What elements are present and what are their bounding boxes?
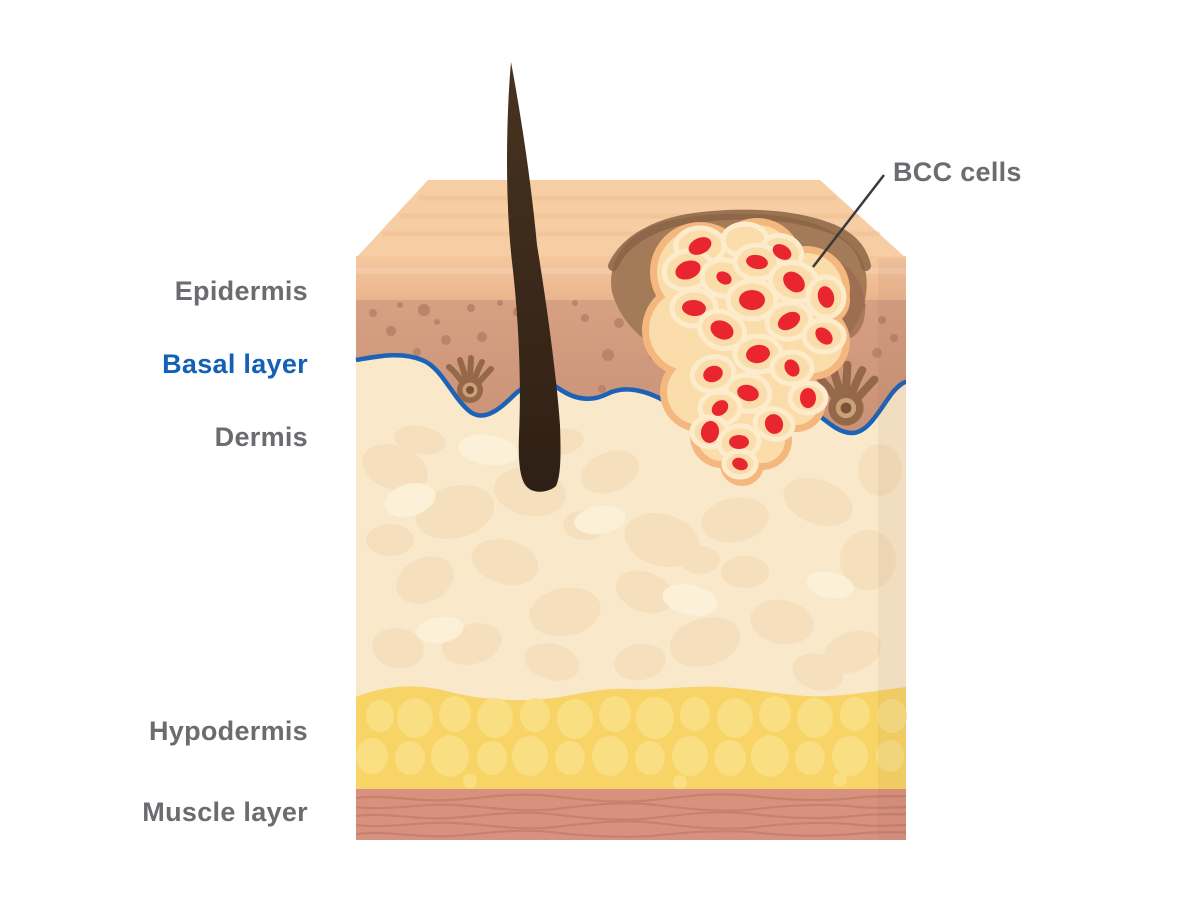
dermis-texture	[362, 425, 902, 691]
bcc-leader-line	[812, 174, 885, 268]
label-epidermis: Epidermis	[174, 276, 308, 306]
basal-layer-line	[355, 353, 907, 436]
label-bcc-cells: BCC cells	[893, 157, 1022, 187]
tumor-nuclei	[675, 237, 835, 471]
right-edge-shading	[878, 258, 906, 840]
bcc-tumor	[642, 218, 850, 486]
label-dermis: Dermis	[214, 422, 308, 452]
muscle-layer	[355, 789, 907, 840]
label-muscle-layer: Muscle layer	[142, 797, 308, 827]
hair-shaft	[507, 62, 561, 492]
hypodermis-layer	[356, 686, 907, 791]
label-hypodermis: Hypodermis	[148, 716, 308, 746]
label-basal-layer: Basal layer	[162, 349, 308, 379]
